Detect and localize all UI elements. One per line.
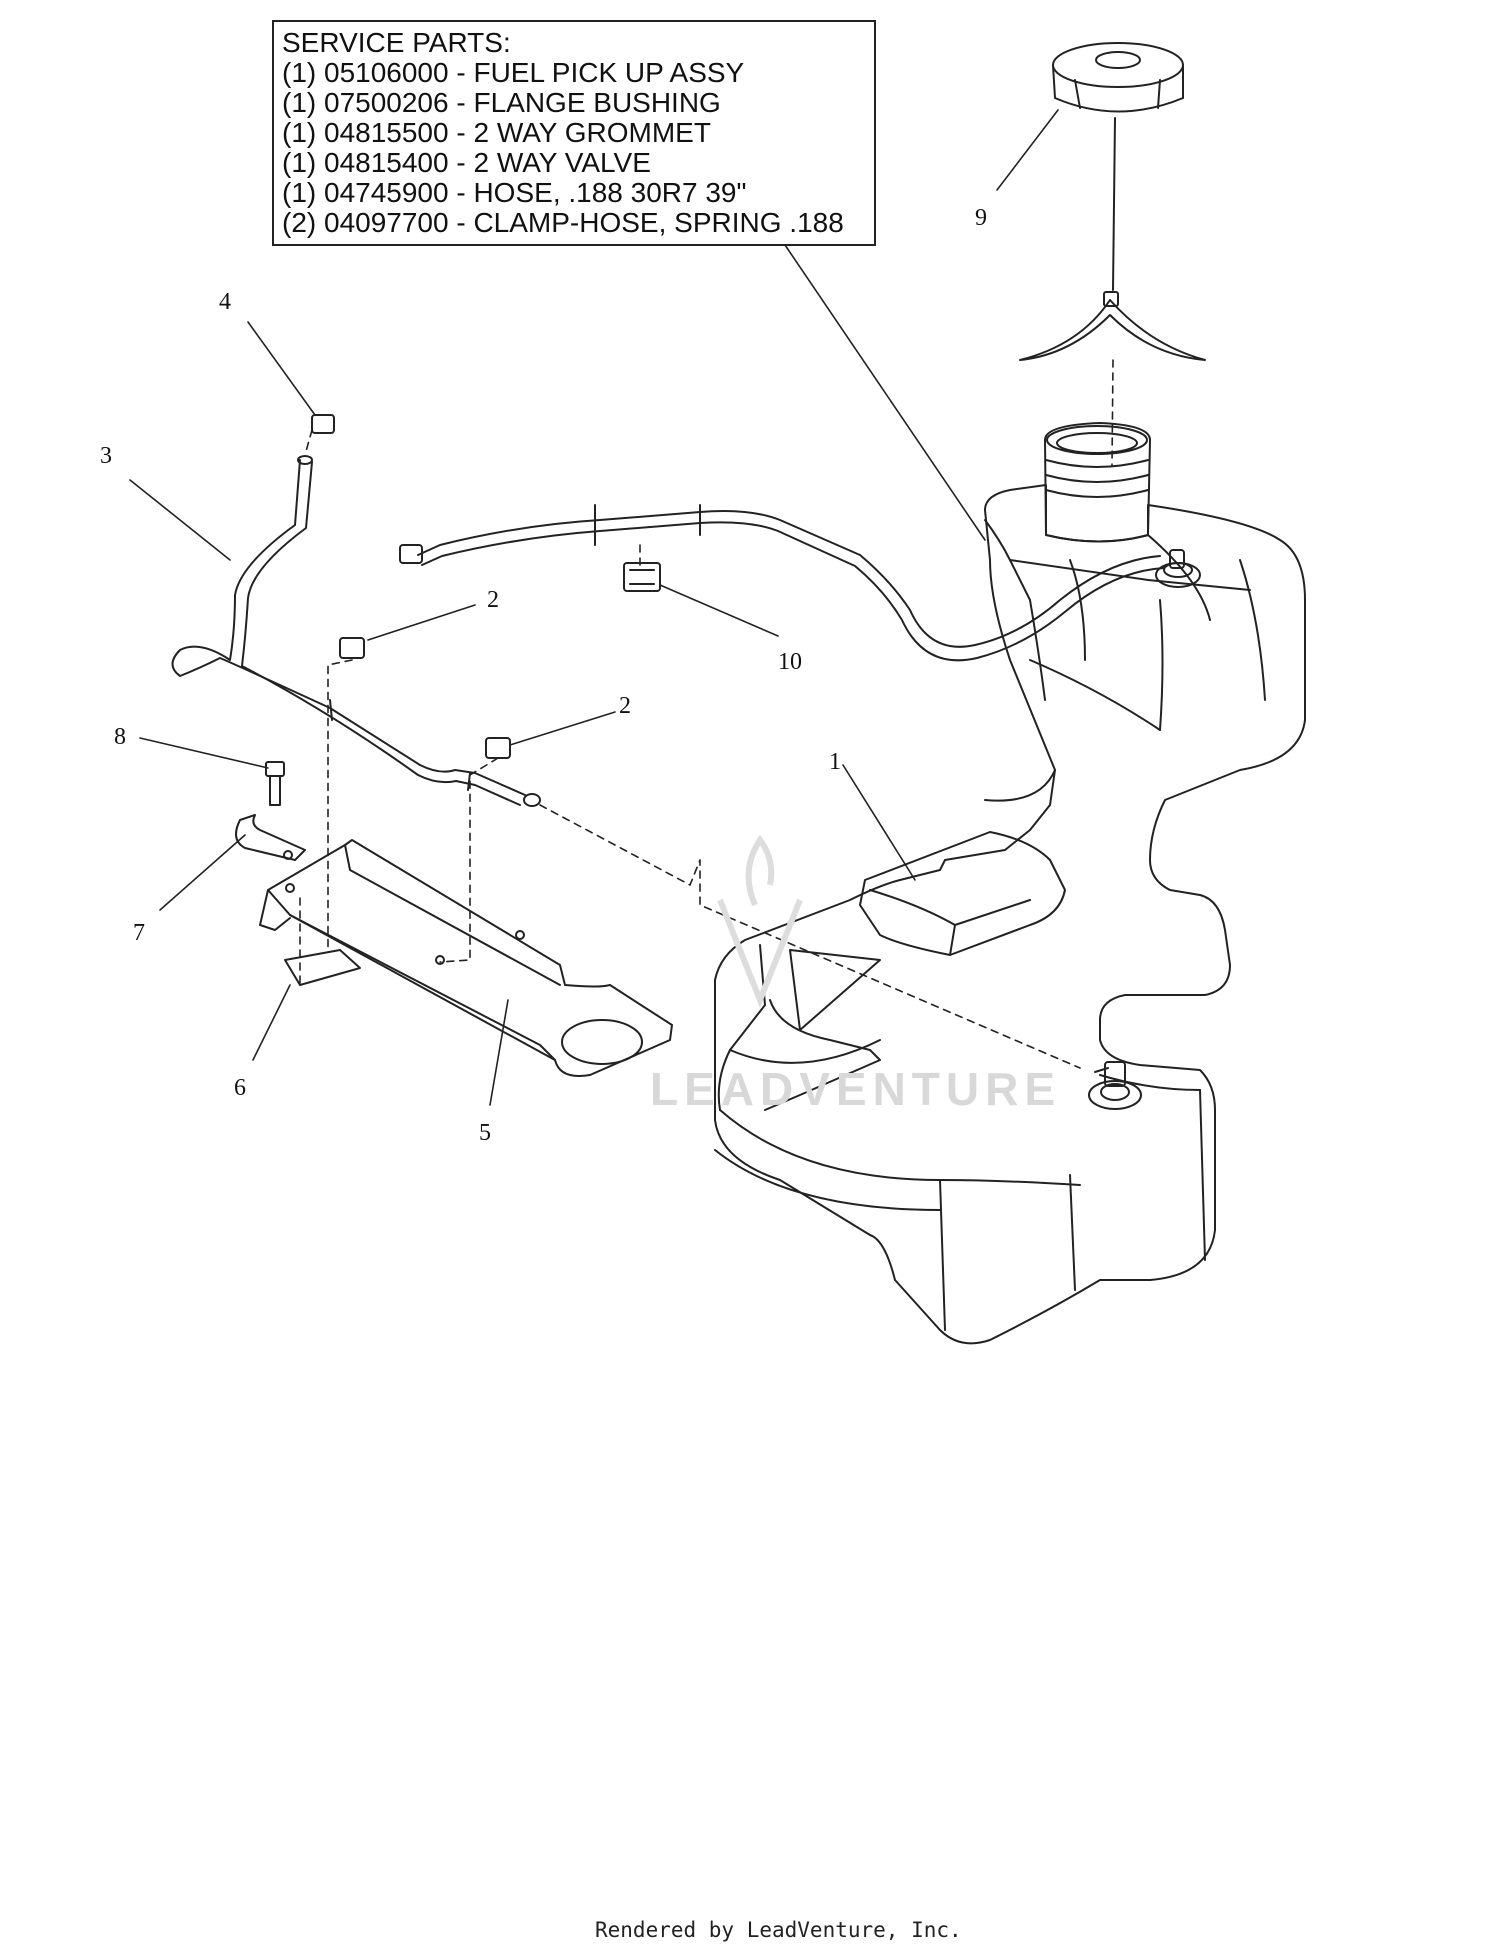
fuel-tank [714,422,1306,1345]
service-part-line: (1) 07500206 - FLANGE BUSHING [282,87,721,118]
callout-9: 9 [975,205,987,231]
line-clamp [235,814,306,861]
pad [284,949,361,986]
fuel-cap [1019,42,1206,361]
callout-4: 4 [219,289,231,315]
callout-1: 1 [829,749,841,775]
watermark-text: LEADVENTURE [650,1063,1062,1115]
service-parts-title: SERVICE PARTS: [282,27,511,58]
bolt [265,761,285,806]
callout-8: 8 [114,724,126,750]
vent-hose [399,504,1165,662]
callout-2-upper: 2 [487,587,499,613]
hose-clip [623,562,661,592]
service-parts-box: SERVICE PARTS: (1) 05106000 - FUEL PICK … [272,20,876,246]
callout-3: 3 [100,443,112,469]
hose-clamp-top [311,414,335,434]
service-part-line: (2) 04097700 - CLAMP-HOSE, SPRING .188 [282,207,844,238]
fuel-line-hose [171,455,541,807]
callout-5: 5 [479,1120,491,1146]
watermark-logo-icon [717,834,803,1009]
callout-7: 7 [133,920,145,946]
vent-fitting [1155,549,1201,588]
service-part-line: (1) 04815400 - 2 WAY VALVE [282,147,651,178]
callout-10: 10 [778,649,802,675]
mount-bracket [259,839,673,1077]
footer-credit: Rendered by LeadVenture, Inc. [595,1918,962,1942]
service-part-line: (1) 04745900 - HOSE, .188 30R7 39" [282,177,747,208]
service-part-line: (1) 05106000 - FUEL PICK UP ASSY [282,57,745,88]
service-part-line: (1) 04815500 - 2 WAY GROMMET [282,117,711,148]
callout-6: 6 [234,1075,246,1101]
callout-2-lower: 2 [619,693,631,719]
